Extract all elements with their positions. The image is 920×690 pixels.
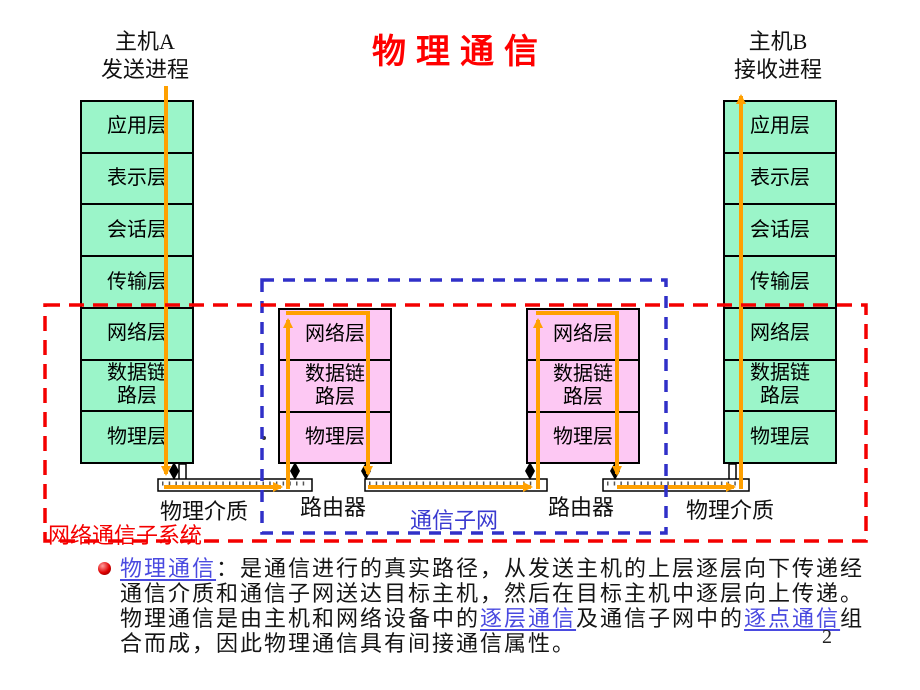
router-2-label: 路由器	[548, 495, 615, 520]
term-physical-communication: 物理通信	[120, 556, 217, 581]
physical-medium-bar-middle	[364, 478, 548, 492]
body-line-3-mid: 及通信子网中的	[576, 606, 745, 631]
router-1-label: 路由器	[300, 495, 367, 520]
host-b-process: 接收进程	[733, 57, 822, 82]
physical-path	[161, 86, 746, 492]
diamond-host-a	[169, 462, 179, 480]
page-number: 2	[822, 626, 832, 648]
router-1-stack: 网络层 数据链 路层 物理层	[278, 308, 392, 464]
body-text-line-3: 物理通信是由主机和网络设备中的逐层通信及通信子网中的逐点通信组	[120, 606, 864, 631]
body-text-line-4: 合而成，因此物理通信具有间接通信属性。	[120, 631, 577, 656]
host-b-stack: 应用层 表示层 会话层 传输层 网络层 数据链 路层 物理层	[723, 100, 837, 464]
host-a-layer-session: 会话层	[82, 203, 192, 255]
host-a-layer-physical: 物理层	[82, 410, 192, 462]
router-2-layer-datalink: 数据链 路层	[528, 359, 638, 410]
body-line-3-pre: 物理通信是由主机和网络设备中的	[120, 606, 481, 631]
sphere-bullet-icon	[98, 562, 111, 575]
diamond-router2-left	[525, 462, 535, 480]
term-point-by-point-communication: 逐点通信	[744, 606, 841, 631]
body-text-line-2: 通信介质和通信子网送达目标主机，然后在目标主机中逐层向上传递。	[120, 581, 865, 606]
host-b-layer-physical: 物理层	[725, 410, 835, 462]
host-b-layer-application: 应用层	[750, 115, 810, 138]
medium-left-label: 物理介质	[160, 499, 249, 524]
host-b-name: 主机B	[748, 29, 808, 54]
host-b-layer-network: 网络层	[725, 306, 835, 359]
diamond-router1-right	[361, 462, 371, 480]
host-b-connector-stub	[728, 463, 737, 481]
host-a-label: 主机A 发送进程	[80, 28, 210, 84]
physical-medium-bar-left	[157, 478, 313, 492]
host-a-stack: 应用层 表示层 会话层 传输层 网络层 数据链 路层 物理层	[80, 100, 194, 464]
host-a-layer-network: 网络层	[82, 306, 192, 359]
medium-right-label: 物理介质	[686, 498, 775, 523]
subnet-label: 通信子网	[410, 508, 499, 533]
diamond-router1-left	[290, 462, 300, 480]
host-b-label: 主机B 接收进程	[713, 28, 843, 84]
host-a-layer-application: 应用层	[107, 115, 167, 138]
router-1-layer-physical: 物理层	[280, 410, 390, 462]
router-2-layer-network: 网络层	[553, 323, 613, 346]
router-2-stack: 网络层 数据链 路层 物理层	[526, 308, 640, 464]
host-a-connector-stub	[178, 463, 187, 481]
host-b-layer-datalink: 数据链 路层	[725, 358, 835, 411]
host-a-layer-presentation: 表示层	[82, 151, 192, 204]
host-b-layer-session: 会话层	[725, 203, 835, 255]
host-a-name: 主机A	[115, 29, 175, 54]
body-line-1-rest: ：是通信进行的真实路径，从发送主机的上层逐层向下传递经	[216, 556, 865, 581]
host-a-layer-transport: 传输层	[82, 255, 192, 307]
host-a-process: 发送进程	[100, 57, 189, 82]
router-1-layer-datalink: 数据链 路层	[280, 359, 390, 410]
term-layer-by-layer-communication: 逐层通信	[480, 606, 577, 631]
host-b-layer-transport: 传输层	[725, 255, 835, 307]
router-2-layer-physical: 物理层	[528, 410, 638, 462]
stray-dot	[262, 436, 266, 440]
router-1-layer-network: 网络层	[305, 323, 365, 346]
page-title: 物理通信	[372, 34, 548, 71]
body-text-line-1: 物理通信：是通信进行的真实路径，从发送主机的上层逐层向下传递经	[120, 556, 864, 581]
body-line-3-post: 组	[840, 606, 865, 631]
host-b-layer-presentation: 表示层	[725, 151, 835, 204]
attachment-diamonds	[169, 462, 620, 480]
physical-medium-bar-right	[602, 478, 750, 492]
host-a-layer-datalink: 数据链 路层	[82, 358, 192, 411]
diamond-router2-right	[610, 462, 620, 480]
subsystem-label: 网络通信子系统	[48, 523, 203, 548]
